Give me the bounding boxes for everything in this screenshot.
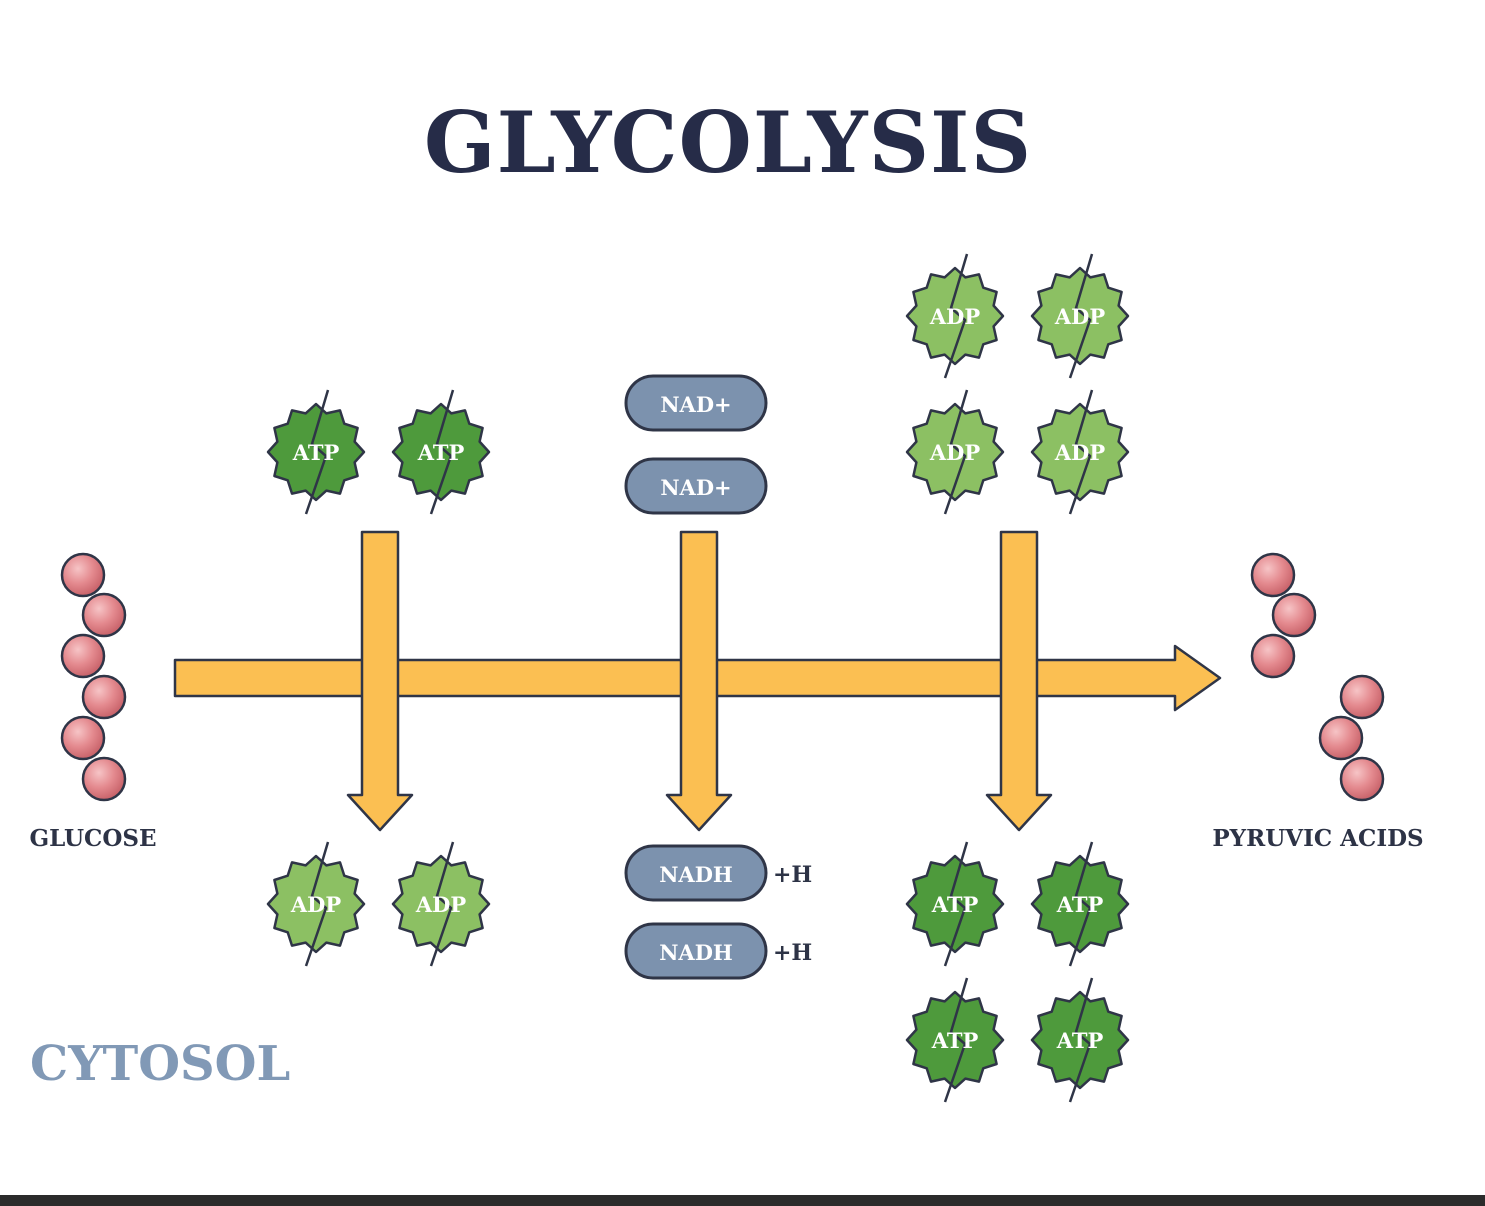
molecule-badge-shape	[1030, 402, 1130, 502]
atp-molecule: ATP	[391, 389, 491, 515]
atp-label: ATP	[1056, 1028, 1104, 1053]
glucose-sphere	[60, 552, 106, 598]
diagram-title: GLYCOLYSIS	[424, 93, 1032, 192]
atp-molecule: ATP	[905, 841, 1005, 967]
step2-arrow	[665, 530, 733, 832]
nad-label: NAD+	[660, 475, 731, 500]
nad-label: NAD+	[660, 392, 731, 417]
energy-bolt-icon	[1068, 841, 1094, 967]
nad-input-2: NAD+	[624, 457, 768, 515]
nadh-output-1: NADH +H	[624, 844, 812, 902]
molecule-badge-shape	[266, 854, 366, 954]
glucose-sphere	[81, 592, 127, 638]
adp-molecule: ADP	[905, 253, 1005, 379]
adp-molecule: ADP	[391, 841, 491, 967]
atp-label: ATP	[931, 1028, 979, 1053]
nadh-label: NADH	[659, 862, 733, 887]
molecule-badge-shape	[266, 402, 366, 502]
nadh-label: NADH	[659, 940, 733, 965]
step1-arrow	[346, 530, 414, 832]
adp-label: ADP	[929, 304, 981, 329]
adp-molecule: ADP	[905, 389, 1005, 515]
pyruvic-acid-molecule-2	[1318, 674, 1385, 802]
molecule-badge-shape	[1030, 266, 1130, 366]
molecule-badge-shape	[905, 402, 1005, 502]
atp-molecule: ATP	[1030, 841, 1130, 967]
energy-bolt-icon	[943, 253, 969, 379]
pyruvic-acids-label: PYRUVIC ACIDS	[1212, 825, 1423, 852]
glucose-sphere	[81, 674, 127, 720]
energy-bolt-icon	[1068, 253, 1094, 379]
glucose-sphere	[60, 633, 106, 679]
pyruvic-sphere	[1318, 715, 1364, 761]
molecule-badge-shape	[391, 402, 491, 502]
molecule-badge-shape	[905, 266, 1005, 366]
molecule-badge-shape	[391, 854, 491, 954]
molecule-badge-shape	[1030, 854, 1130, 954]
atp-label: ATP	[1056, 892, 1104, 917]
hydrogen-label: +H	[773, 862, 812, 888]
energy-bolt-icon	[304, 389, 330, 515]
adp-label: ADP	[415, 892, 467, 917]
adp-label: ADP	[1054, 440, 1106, 465]
nad-pill	[624, 457, 768, 515]
nad-pill	[624, 374, 768, 432]
cytosol-label: CYTOSOL	[30, 1036, 290, 1092]
atp-molecule: ATP	[1030, 977, 1130, 1103]
atp-label: ATP	[931, 892, 979, 917]
energy-bolt-icon	[943, 977, 969, 1103]
atp-label: ATP	[292, 440, 340, 465]
molecule-badge-shape	[1030, 990, 1130, 1090]
molecule-badge-shape	[905, 854, 1005, 954]
energy-bolt-icon	[429, 841, 455, 967]
glucose-molecule	[60, 552, 127, 802]
atp-label: ATP	[417, 440, 465, 465]
glucose-sphere	[81, 756, 127, 802]
glucose-label: GLUCOSE	[29, 825, 156, 852]
energy-bolt-icon	[1068, 389, 1094, 515]
pyruvic-sphere	[1339, 674, 1385, 720]
molecule-badge-shape	[905, 990, 1005, 1090]
step3-arrow	[985, 530, 1053, 832]
nadh-output-2: NADH +H	[624, 922, 812, 980]
pyruvic-sphere	[1339, 756, 1385, 802]
bottom-bar	[0, 1195, 1485, 1206]
nad-input-1: NAD+	[624, 374, 768, 432]
pyruvic-sphere	[1250, 633, 1296, 679]
adp-label: ADP	[929, 440, 981, 465]
adp-label: ADP	[290, 892, 342, 917]
atp-molecule: ATP	[905, 977, 1005, 1103]
hydrogen-label: +H	[773, 940, 812, 966]
pyruvic-acid-molecule-1	[1250, 552, 1317, 679]
adp-molecule: ADP	[266, 841, 366, 967]
nadh-pill	[624, 844, 768, 902]
pyruvic-sphere	[1271, 592, 1317, 638]
adp-molecule: ADP	[1030, 253, 1130, 379]
nadh-pill	[624, 922, 768, 980]
adp-label: ADP	[1054, 304, 1106, 329]
energy-bolt-icon	[1068, 977, 1094, 1103]
glucose-sphere	[60, 715, 106, 761]
pyruvic-sphere	[1250, 552, 1296, 598]
energy-bolt-icon	[429, 389, 455, 515]
energy-bolt-icon	[304, 841, 330, 967]
adp-molecule: ADP	[1030, 389, 1130, 515]
atp-molecule: ATP	[266, 389, 366, 515]
energy-bolt-icon	[943, 841, 969, 967]
energy-bolt-icon	[943, 389, 969, 515]
